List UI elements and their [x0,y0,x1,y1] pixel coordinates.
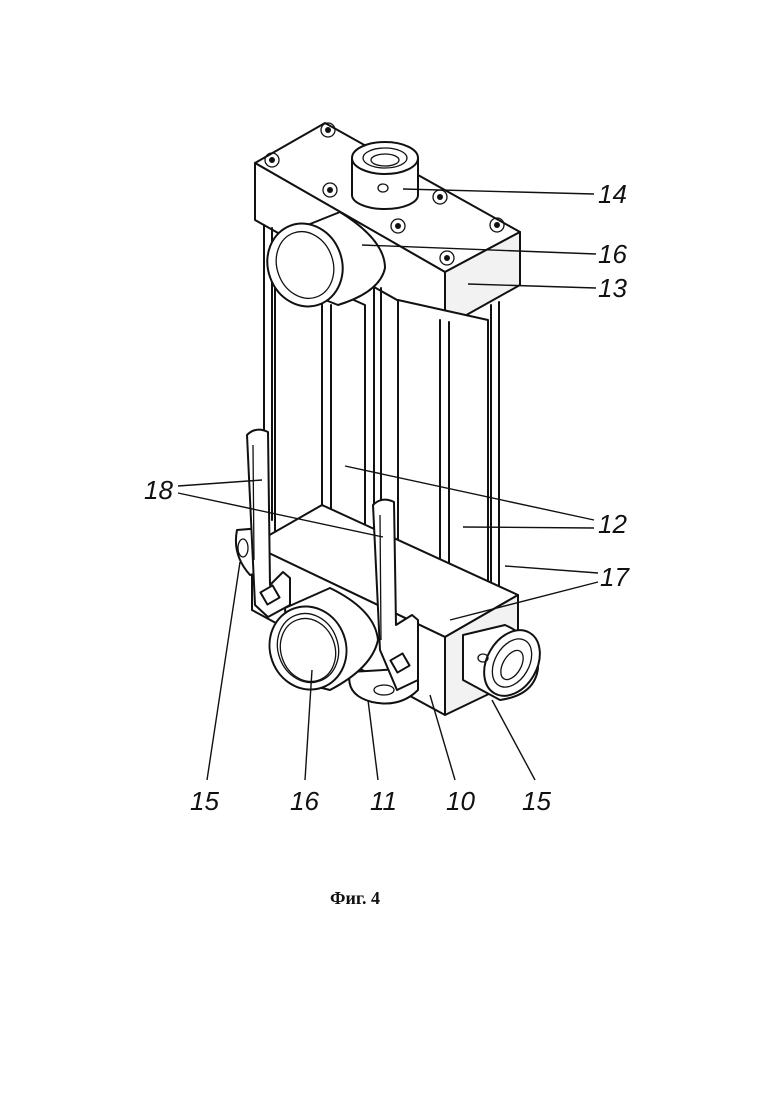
label-12: 12 [598,509,627,539]
label-15-left: 15 [190,786,219,816]
label-10: 10 [446,786,475,816]
label-16-bottom: 16 [290,786,319,816]
label-11: 11 [370,786,397,816]
label-18: 18 [144,475,173,505]
label-13: 13 [598,273,627,303]
label-15-right: 15 [522,786,551,816]
label-14: 14 [598,179,627,209]
top-pipe-14 [352,142,418,209]
figure-caption: Фиг. 4 [330,888,380,909]
label-16-top: 16 [598,239,627,269]
label-17: 17 [600,562,630,592]
